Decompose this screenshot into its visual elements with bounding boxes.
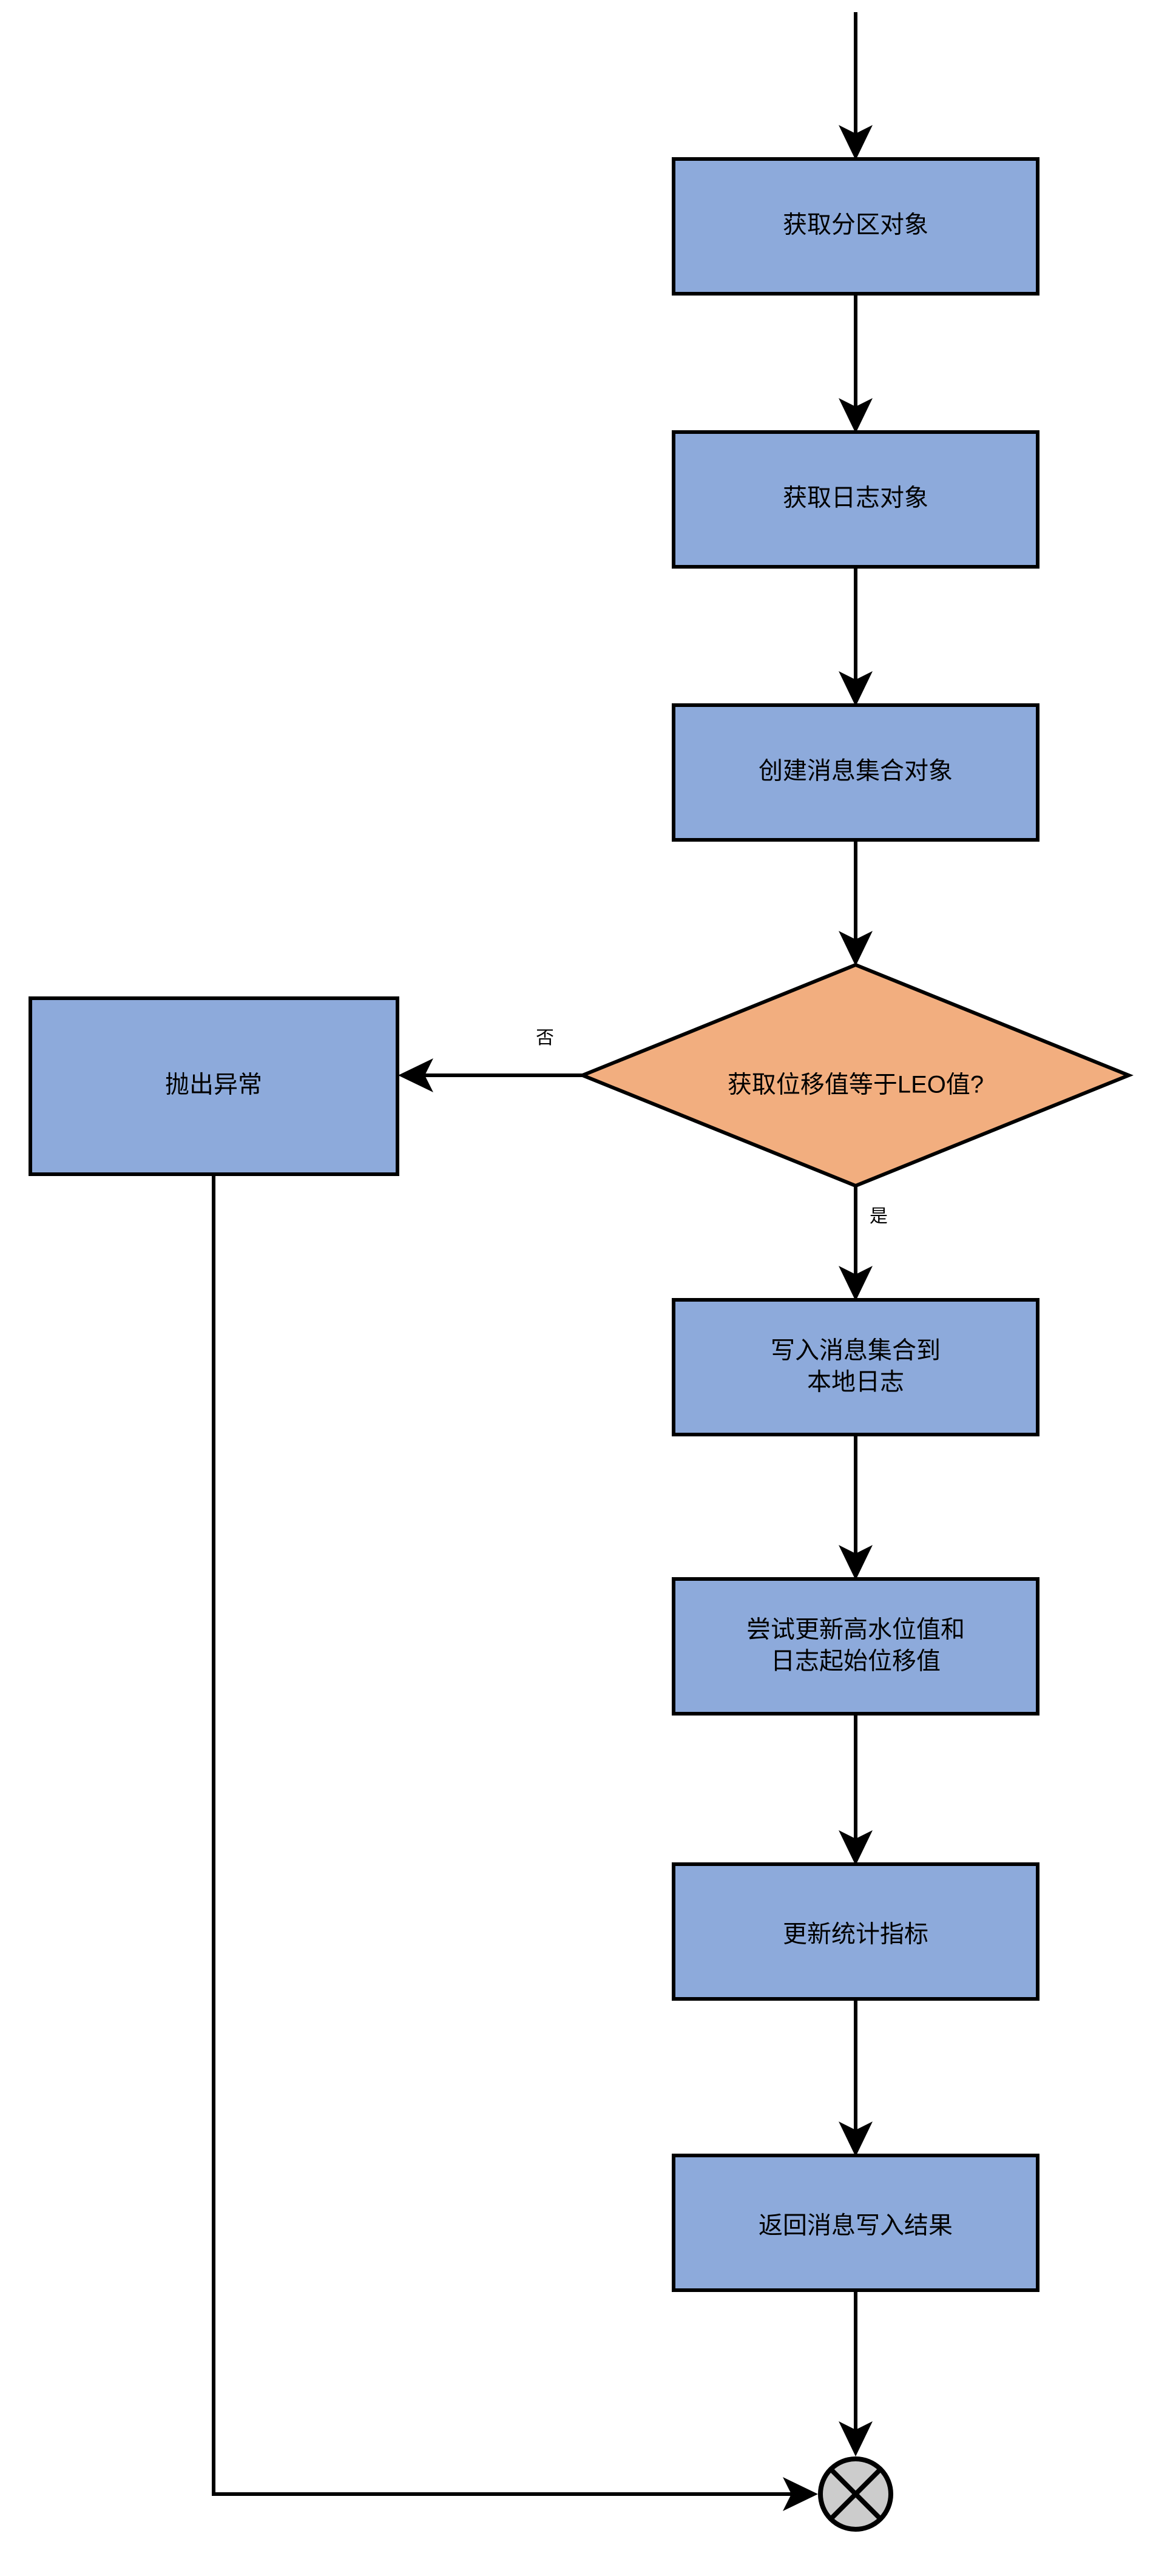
edge-write-records-to-update-hw [839,1435,873,1580]
node-label-line-2: 本地日志 [807,1369,904,1396]
process-box[interactable] [672,157,1039,296]
node-label: 获取日志对象 [783,485,928,512]
node-throw-exception[interactable]: 抛出异常 [29,996,399,1176]
process-box[interactable] [672,1298,1039,1436]
node-update-hw[interactable]: 尝试更新高水位值和 日志起始位移值 [672,1577,1039,1716]
decision-diamond[interactable] [577,962,1134,1188]
node-label: 创建消息集合对象 [759,758,953,785]
edge-get-partition-to-get-log [839,294,873,433]
node-label: 获取位移值等于LEO值? [728,1072,984,1098]
node-label-line-1: 尝试更新高水位值和 [746,1617,965,1643]
node-label-line-1: 写入消息集合到 [771,1337,941,1364]
edge-throw-exception-to-end [212,1174,818,2511]
process-box[interactable] [672,703,1039,842]
edge-create-records-to-check-offset [839,840,873,966]
edge-return-result-to-end [839,2290,873,2456]
node-label: 抛出异常 [165,1072,262,1098]
node-update-metrics[interactable]: 更新统计指标 [672,1862,1039,2001]
edge-label-yes: 是 [870,1206,888,1226]
node-label: 返回消息写入结果 [759,2213,953,2239]
node-return-result[interactable]: 返回消息写入结果 [672,2154,1039,2292]
node-label: 更新统计指标 [783,1921,928,1948]
node-create-records[interactable]: 创建消息集合对象 [672,703,1039,842]
edge-check-offset-to-write-records [839,1186,873,1301]
process-box[interactable] [672,2154,1039,2292]
end-cross-stroke-2 [830,2468,882,2520]
node-label-line-2: 日志起始位移值 [771,1648,941,1675]
node-label: 获取分区对象 [783,212,928,238]
process-box[interactable] [29,996,399,1176]
node-end[interactable] [818,2456,893,2532]
node-get-partition[interactable]: 获取分区对象 [672,157,1039,296]
edge-check-offset-to-throw-exception [398,1058,583,1092]
process-box[interactable] [672,430,1039,569]
process-box[interactable] [672,1577,1039,1716]
node-get-log[interactable]: 获取日志对象 [672,430,1039,569]
node-check-offset[interactable]: 获取位移值等于LEO值? [577,962,1134,1188]
process-box[interactable] [672,1862,1039,2001]
edge-label-no: 否 [536,1028,554,1048]
edge-update-metrics-to-return-result [839,1999,873,2157]
edge-start-to-get-partition [839,12,873,160]
edge-get-log-to-create-records [839,567,873,706]
edge-update-hw-to-update-metrics [839,1714,873,1865]
node-write-records[interactable]: 写入消息集合到 本地日志 [672,1298,1039,1436]
